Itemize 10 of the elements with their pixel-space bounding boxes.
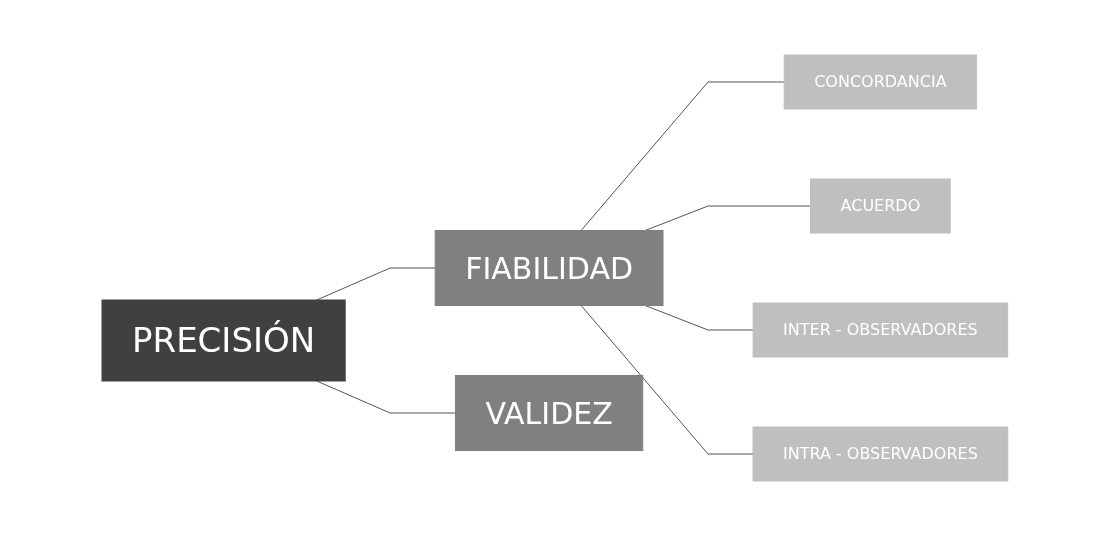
node-box: PRECISIÓN (101, 299, 346, 381)
node-box: INTRA - OBSERVADORES (752, 426, 1009, 481)
connector (580, 304, 754, 454)
connector (316, 380, 457, 413)
node-box: VALIDEZ (455, 374, 644, 451)
node-box: INTER - OBSERVADORES (752, 302, 1009, 357)
node-box: ACUERDO (810, 178, 951, 233)
node-box: FIABILIDAD (434, 229, 664, 306)
node-box: CONCORDANCIA (783, 54, 978, 109)
connector (580, 81, 785, 231)
